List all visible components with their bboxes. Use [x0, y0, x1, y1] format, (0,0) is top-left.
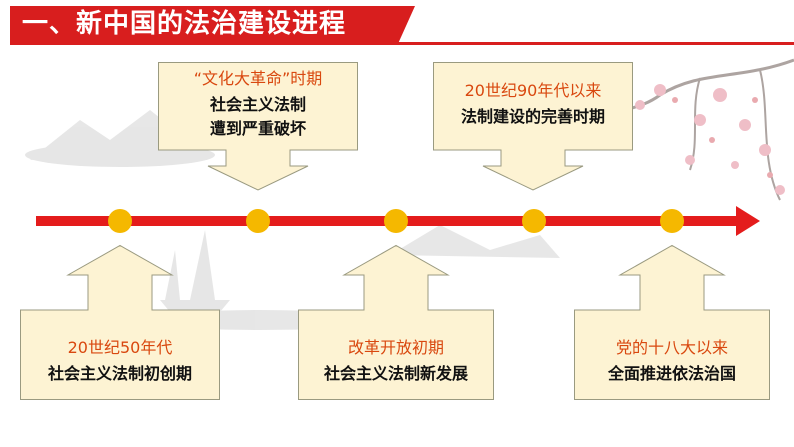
callout-heading: 改革开放初期 — [298, 337, 494, 359]
callout-line: 法制建设的完善时期 — [433, 106, 633, 128]
callout-line: 全面推进依法治国 — [574, 363, 770, 385]
timeline-node — [384, 209, 408, 233]
timeline-node — [246, 209, 270, 233]
callout-line: 社会主义法制新发展 — [298, 363, 494, 385]
callout-cultural-revolution: “文化大革命”时期 社会主义法制 遭到严重破坏 — [158, 62, 358, 192]
callout-heading: 党的十八大以来 — [574, 337, 770, 359]
callout-1950s: 20世纪50年代 社会主义法制初创期 — [20, 245, 220, 400]
timeline-node — [522, 209, 546, 233]
callout-reform-opening: 改革开放初期 社会主义法制新发展 — [298, 245, 494, 400]
callout-line: 社会主义法制初创期 — [20, 363, 220, 385]
callout-heading: 20世纪50年代 — [20, 337, 220, 359]
callout-line: 遭到严重破坏 — [158, 118, 358, 140]
timeline-arrowhead — [736, 206, 760, 236]
callout-line: 社会主义法制 — [158, 94, 358, 116]
callout-1990s: 20世纪90年代以来 法制建设的完善时期 — [433, 62, 633, 192]
callout-heading: 20世纪90年代以来 — [433, 80, 633, 102]
callout-heading: “文化大革命”时期 — [158, 68, 358, 90]
timeline-node — [108, 209, 132, 233]
callout-18th-congress: 党的十八大以来 全面推进依法治国 — [574, 245, 770, 400]
timeline-node — [660, 209, 684, 233]
